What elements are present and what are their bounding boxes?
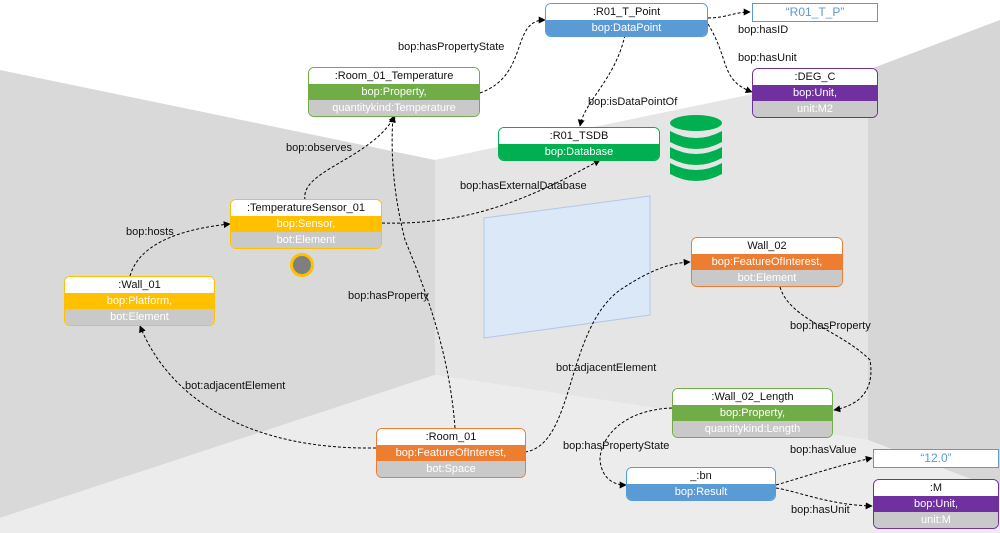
node-r01-tsdb[interactable]: :R01_TSDB bop:Database <box>498 127 660 161</box>
edge-has-property-state-2 <box>599 407 673 489</box>
node-m[interactable]: :M bop:Unit, unit:M <box>873 479 999 529</box>
node-type: bop:Property, <box>309 84 479 100</box>
room-back-wall <box>435 70 868 440</box>
node-type: bop:Property, <box>673 405 832 421</box>
edge-adjacent-element-1 <box>139 325 377 449</box>
edge-label-has-property-2: bop:hasProperty <box>790 320 871 332</box>
node-bn[interactable]: _:bn bop:Result <box>626 467 776 501</box>
node-title: :Room_01 <box>377 429 525 445</box>
node-title: :Wall_02_Length <box>673 389 832 405</box>
node-type: bop:DataPoint <box>546 20 707 36</box>
node-type: quantitykind:Temperature <box>309 100 479 116</box>
node-title: :R01_T_Point <box>546 4 707 20</box>
edge-has-id <box>707 8 751 19</box>
node-type: bop:Unit, <box>753 85 877 101</box>
node-title: _:bn <box>627 468 775 484</box>
edge-label-has-value: bop:hasValue <box>790 444 857 456</box>
node-title: :M <box>874 480 998 496</box>
node-type: bot:Space <box>377 461 525 477</box>
node-deg-c[interactable]: :DEG_C bop:Unit, unit:M2 <box>752 68 878 118</box>
literal-value-12[interactable]: “12.0” <box>873 449 999 468</box>
edge-has-value <box>775 455 873 486</box>
node-type: bop:FeatureOfInterest, <box>692 254 842 270</box>
node-type: bot:Element <box>231 232 381 248</box>
node-title: :DEG_C <box>753 69 877 85</box>
node-temperature-sensor-01[interactable]: :TemperatureSensor_01 bop:Sensor, bot:El… <box>230 199 382 249</box>
edge-adjacent-element-2 <box>524 258 691 453</box>
node-title: Wall_02 <box>692 238 842 254</box>
edge-has-property-2 <box>779 286 872 413</box>
node-type: quantitykind:Length <box>673 421 832 437</box>
edge-hosts <box>129 221 231 277</box>
node-type: bop:Platform, <box>65 293 214 309</box>
node-title: :R01_TSDB <box>499 128 659 144</box>
edge-is-data-point-of <box>577 34 626 127</box>
edge-has-unit-1 <box>707 23 753 94</box>
edge-label-has-property-state-2: bop:hasPropertyState <box>563 440 670 452</box>
node-title: :Wall_01 <box>65 277 214 293</box>
edge-label-hosts: bop:hosts <box>126 226 174 238</box>
node-wall-02-length[interactable]: :Wall_02_Length bop:Property, quantityki… <box>672 388 833 438</box>
edge-label-has-unit-1: bop:hasUnit <box>738 52 797 64</box>
edge-has-property-state-1 <box>479 16 546 94</box>
node-title: :Room_01_Temperature <box>309 68 479 84</box>
edge-label-has-property-state-1: bop:hasPropertyState <box>398 41 505 53</box>
edge-label-is-data-point-of: bop:isDataPointOf <box>588 96 678 108</box>
node-room-01[interactable]: :Room_01 bop:FeatureOfInterest, bot:Spac… <box>376 428 526 478</box>
edge-has-external-database <box>381 159 601 224</box>
node-room-01-temperature[interactable]: :Room_01_Temperature bop:Property, quant… <box>308 67 480 117</box>
node-r01-t-point[interactable]: :R01_T_Point bop:DataPoint <box>545 3 708 37</box>
edge-label-adjacent-element-1: bot:adjacentElement <box>185 380 286 392</box>
node-type: bop:Result <box>627 484 775 500</box>
literal-r01-t-p[interactable]: “R01_T_P” <box>752 3 878 22</box>
sensor-icon <box>290 253 314 277</box>
node-type: bot:Element <box>692 270 842 286</box>
database-icon <box>670 115 722 181</box>
edge-label-adjacent-element-2: bot:adjacentElement <box>556 362 657 374</box>
edge-label-has-unit-2: bop:hasUnit <box>791 504 850 516</box>
node-type: bot:Element <box>65 309 214 325</box>
node-wall-02[interactable]: Wall_02 bop:FeatureOfInterest, bot:Eleme… <box>691 237 843 287</box>
node-type: unit:M <box>874 512 998 528</box>
node-wall-01[interactable]: :Wall_01 bop:Platform, bot:Element <box>64 276 215 326</box>
node-type: unit:M2 <box>753 101 877 117</box>
node-type: bop:Unit, <box>874 496 998 512</box>
edge-has-unit-2 <box>775 487 873 510</box>
room-left-wall <box>0 70 435 518</box>
node-title: :TemperatureSensor_01 <box>231 200 381 216</box>
node-type: bop:Sensor, <box>231 216 381 232</box>
edge-label-has-external-database: bop:hasExternalDatabase <box>460 180 587 192</box>
node-type: bop:Database <box>499 144 659 160</box>
edge-label-has-property-1: bop:hasProperty <box>348 290 429 302</box>
edge-has-property-1 <box>389 115 456 429</box>
edge-label-observes: bop:observes <box>286 142 353 154</box>
edge-observes <box>304 115 396 201</box>
window <box>483 195 651 339</box>
edge-label-has-id: bop:hasID <box>738 24 789 36</box>
node-type: bop:FeatureOfInterest, <box>377 445 525 461</box>
room-right-wall <box>868 20 1000 490</box>
